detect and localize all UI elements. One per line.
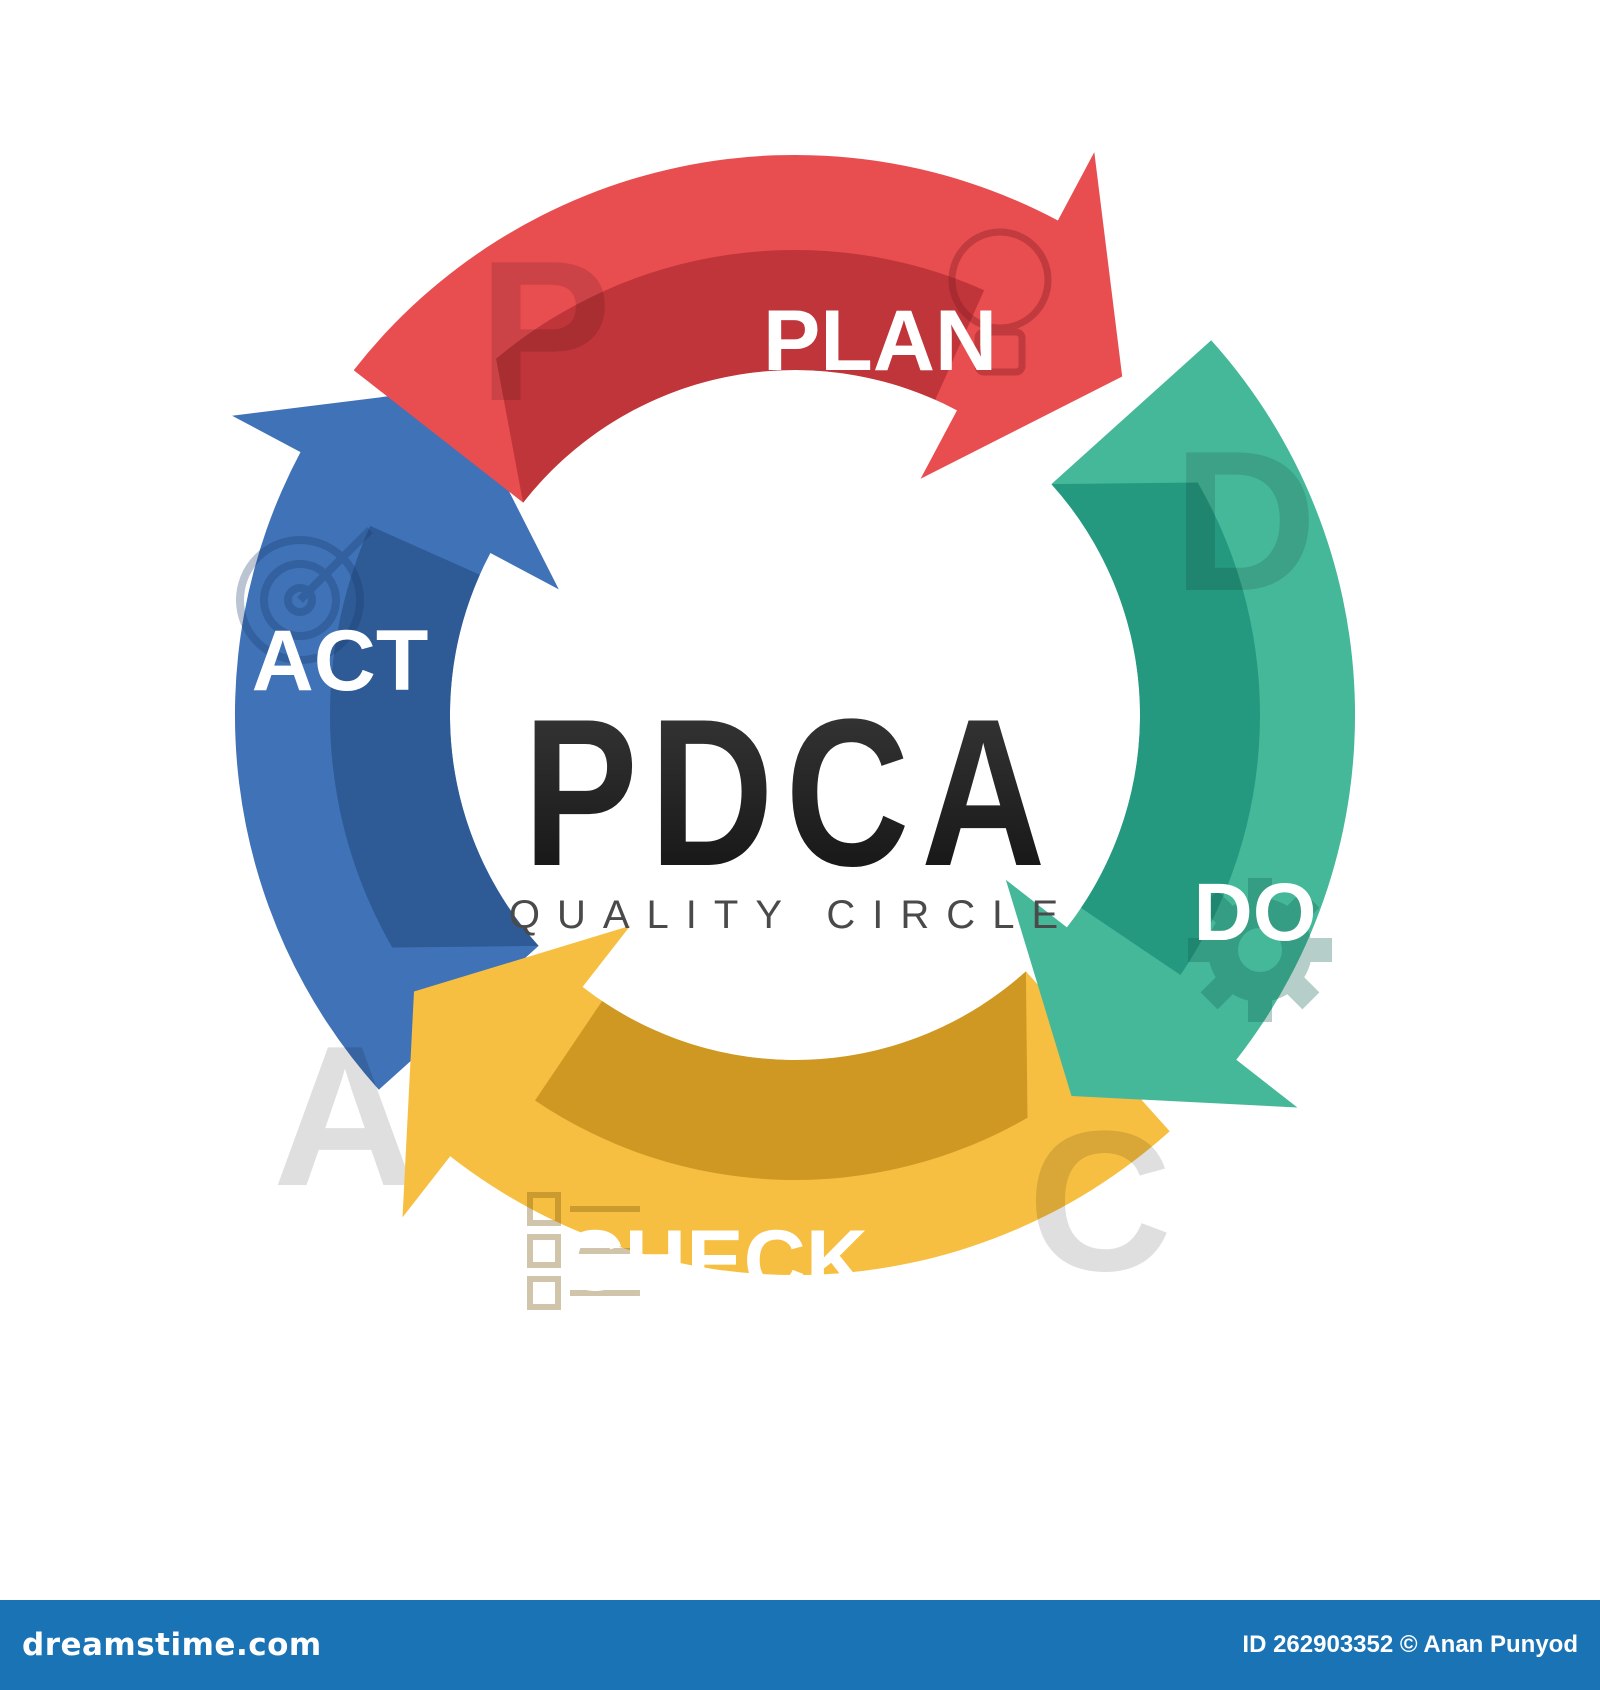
diagram-title: PDCA [523,675,1057,910]
stage-label-check: CHECK [562,1213,868,1309]
footer-bar: dreamstime.com ID 262903352 © Anan Punyo… [0,1600,1600,1690]
stage-label-plan: PLAN [763,293,997,389]
arrow-plan: P PLAN [353,152,1123,503]
arrow-check: C CHECK [402,925,1172,1313]
stage-letter-check: C [1028,1090,1172,1313]
stage-letter-plan: P [478,220,611,443]
stage-label-act: ACT [252,613,429,709]
stage-letter-act: A [273,1005,417,1228]
gear-icon [1188,878,1332,1022]
pdca-diagram: A ACT C CHECK D DO P PLAN PDCA QUALITY CIRCLE [232,152,1356,1313]
footer-logo[interactable]: dreamstime.com [22,1627,322,1663]
stage-label-do: DO [1194,867,1317,958]
lightbulb-icon [948,228,1052,376]
image-id-credit: ID 262903352 © Anan Punyod [1242,1631,1578,1658]
checklist-icon [527,1192,640,1310]
target-icon [236,527,373,664]
arrow-do: D DO [1005,340,1356,1108]
stage-letter-do: D [1173,410,1317,633]
diagram-subtitle: QUALITY CIRCLE [509,893,1075,937]
arrow-act: A ACT [232,387,559,1228]
